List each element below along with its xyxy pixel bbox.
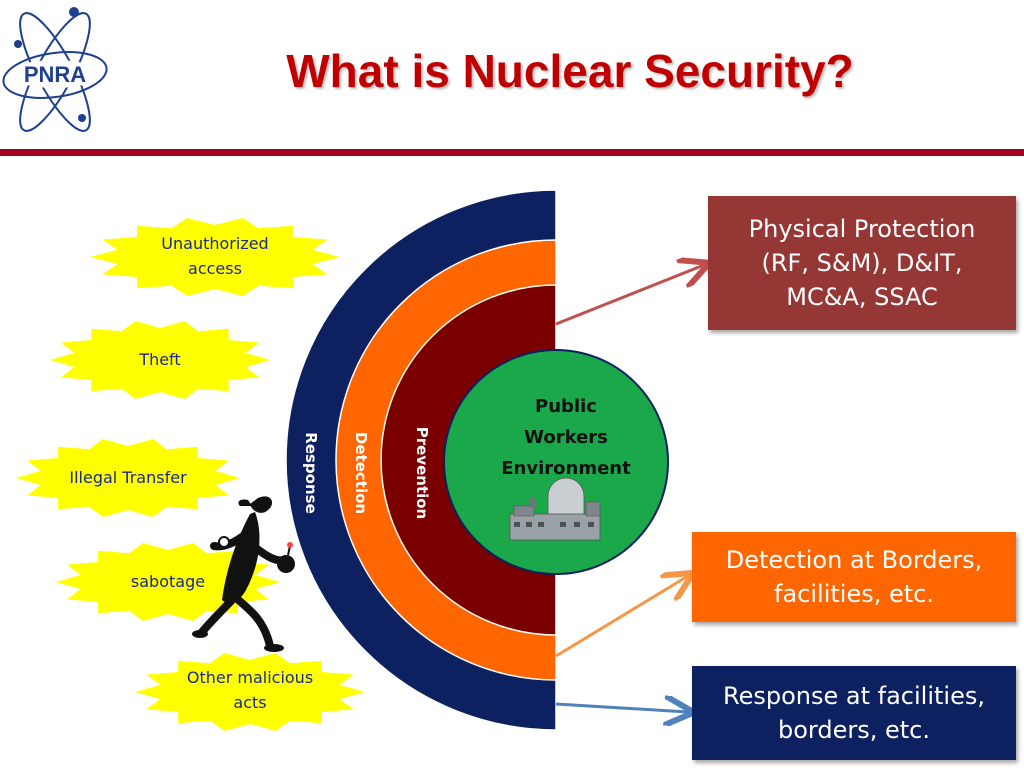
starburst-other: [135, 653, 365, 731]
core-label-public: Public: [535, 396, 597, 417]
arrow-to-response: [555, 704, 688, 712]
pnra-logo: PNRA: [2, 7, 108, 132]
threat-label-theft: Theft: [70, 338, 250, 382]
response-box: Response at facilities, borders, etc.: [692, 666, 1016, 760]
nuclear-plant-icon: [509, 477, 601, 541]
logo-electron-2: [14, 40, 22, 48]
box-line: Detection at Borders,: [725, 545, 983, 574]
title-divider: [0, 149, 1024, 156]
threat-label-line: Theft: [139, 349, 181, 369]
starburst-unauthorized: [90, 218, 340, 296]
threat-label-line: access: [188, 259, 242, 278]
threat-label-illegal-transfer: Illegal Transfer: [38, 456, 218, 500]
logo-orbit-1: [2, 51, 108, 99]
logo-text: PNRA: [24, 62, 86, 87]
detection-box: Detection at Borders, facilities, etc.: [692, 532, 1016, 622]
response-label: Response: [302, 432, 320, 513]
box-line: Physical Protection: [748, 214, 976, 243]
security-layers: Response Detection Prevention Public Wor…: [285, 189, 669, 731]
threat-label-line: Unauthorized: [161, 234, 269, 254]
logo-text-backing: [9, 60, 101, 88]
box-line: facilities, etc.: [774, 580, 934, 608]
box-line: (RF, S&M), D&IT,: [761, 248, 963, 277]
starburst-theft: [50, 321, 270, 399]
saboteur-figure-icon: [192, 496, 295, 652]
core-label-environment: Environment: [501, 458, 631, 479]
core-circle: [443, 349, 669, 575]
core-label-workers: Workers: [524, 427, 608, 448]
arrow-to-physical-protection: [555, 265, 704, 326]
threat-label-unauthorized: Unauthorized access: [110, 228, 320, 286]
threat-label-line: sabotage: [130, 571, 206, 591]
physical-protection-box: Physical Protection (RF, S&M), D&IT, MC&A,…: [708, 196, 1016, 330]
box-line: MC&A, SSAC: [786, 283, 938, 312]
box-line: borders, etc.: [777, 716, 930, 744]
bomb-icon: [277, 555, 295, 573]
threat-label-sabotage: sabotage: [78, 560, 258, 604]
threat-label-line: acts: [233, 693, 267, 712]
detection-label: Detection: [352, 432, 370, 514]
threat-label-other: Other malicious acts: [150, 662, 350, 720]
threat-label-line: Illegal Transfer: [69, 467, 187, 487]
prevention-label: Prevention: [413, 427, 431, 520]
starburst-illegal-transfer: [16, 439, 240, 517]
logo-electron-3: [78, 114, 86, 122]
box-line: Response at facilities,: [723, 681, 985, 710]
arrow-to-detection: [555, 576, 688, 658]
threat-label-line: Other malicious: [186, 668, 314, 688]
page-title: What is Nuclear Security?: [286, 45, 854, 97]
logo-electron-1: [69, 7, 79, 17]
